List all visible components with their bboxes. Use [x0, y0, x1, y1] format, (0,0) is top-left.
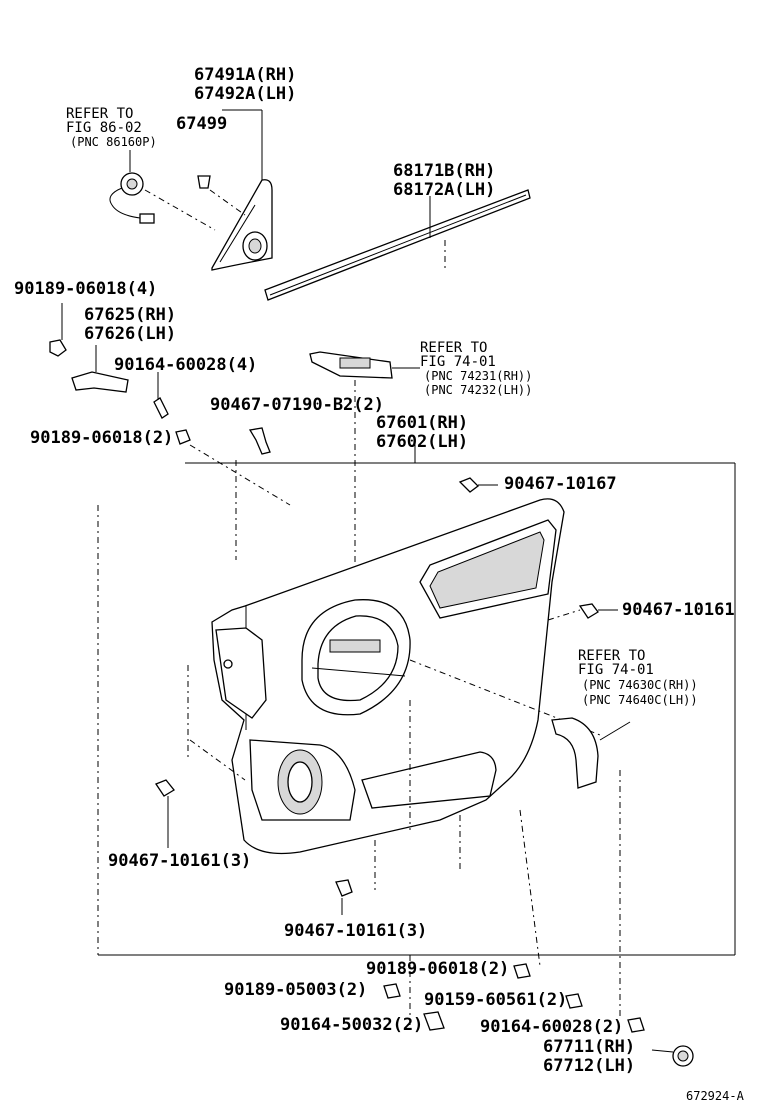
part-label-67711: 67711(RH)	[543, 1037, 635, 1057]
clip-icon	[155, 779, 353, 915]
part-label-68171b: 68171B(RH)	[393, 161, 495, 181]
part-label-67601: 67601(RH)	[376, 413, 468, 433]
part-label-90159-60561: 90159-60561(2)	[424, 990, 567, 1010]
part-label-90467-10161: 90467-10161	[622, 600, 735, 620]
refer-label: REFER TO	[578, 648, 645, 664]
part-label-90189-06018-4: 90189-06018(4)	[14, 279, 157, 299]
clip-icon	[197, 175, 246, 216]
refer-pnc-label: (PNC 74630C(RH))	[582, 678, 698, 692]
assembly-frame	[97, 437, 736, 956]
part-label-67602: 67602(LH)	[376, 432, 468, 452]
handle-icon	[551, 717, 631, 1020]
refer-fig-label: FIG 74-01	[578, 662, 654, 678]
refer-pnc-label: (PNC 74232(LH))	[424, 383, 532, 397]
tweeter-cover-icon	[211, 109, 273, 271]
refer-pnc-label: (PNC 86160P)	[70, 135, 157, 149]
speaker-icon	[109, 150, 216, 231]
part-label-68172a: 68172A(LH)	[393, 180, 495, 200]
part-label-67626: 67626(LH)	[84, 324, 176, 344]
refer-fig-label: FIG 86-02	[66, 120, 142, 136]
part-label-90467-10167: 90467-10167	[504, 474, 617, 494]
part-label-67712: 67712(LH)	[543, 1056, 635, 1076]
part-label-90467-10161-3-left: 90467-10161(3)	[108, 851, 251, 871]
screw-icon	[383, 809, 694, 1067]
part-label-90164-60028-2: 90164-60028(2)	[480, 1017, 623, 1037]
part-label-67491a: 67491A(RH)	[194, 65, 296, 85]
part-label-90164-50032: 90164-50032(2)	[280, 1015, 423, 1035]
part-label-90467-07190-b2: 90467-07190-B2(2)	[210, 395, 384, 415]
part-label-90189-06018-2: 90189-06018(2)	[30, 428, 173, 448]
refer-label: REFER TO	[66, 106, 133, 122]
switch-base-icon	[309, 351, 420, 600]
refer-fig-label: FIG 74-01	[420, 354, 496, 370]
handle-bracket-icon	[49, 303, 291, 506]
part-label-67625: 67625(RH)	[84, 305, 176, 325]
clip-icon	[458, 477, 618, 621]
part-label-90164-60028-4: 90164-60028(4)	[114, 355, 257, 375]
part-label-67492a: 67492A(LH)	[194, 84, 296, 104]
door-trim-panel-icon	[187, 498, 601, 890]
refer-label: REFER TO	[420, 340, 487, 356]
bolt-icon	[235, 427, 271, 560]
refer-pnc-label: (PNC 74231(RH))	[424, 369, 532, 383]
part-label-90467-10161-3-bottom: 90467-10161(3)	[284, 921, 427, 941]
refer-pnc-label: (PNC 74640C(LH))	[582, 693, 698, 707]
part-label-67499: 67499	[176, 114, 227, 134]
part-label-90189-06018-2-bottom: 90189-06018(2)	[366, 959, 509, 979]
part-label-90189-05003: 90189-05003(2)	[224, 980, 367, 1000]
figure-code: 672924-A	[686, 1089, 745, 1103]
weatherstrip-icon	[264, 189, 531, 301]
